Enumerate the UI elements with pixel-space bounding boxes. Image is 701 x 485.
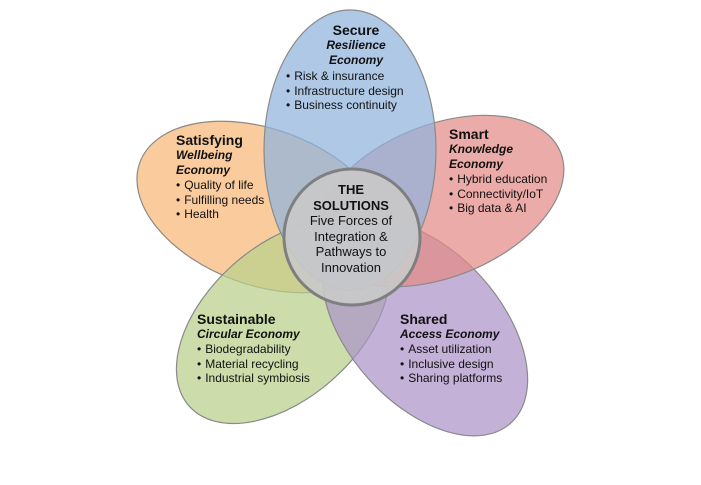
list-item: Health: [176, 207, 296, 222]
shared-list: Asset utilization Inclusive design Shari…: [400, 342, 520, 386]
smart-subtitle-line1: Knowledge: [449, 142, 514, 156]
list-item: Biodegradability: [197, 342, 327, 357]
smart-list: Hybrid education Connectivity/IoT Big da…: [449, 172, 569, 216]
smart-title: Smart: [449, 126, 489, 142]
list-item: Fulfilling needs: [176, 193, 296, 208]
secure-subtitle-line2: Economy: [328, 53, 383, 67]
secure-text: Secure Resilience Economy Risk & insuran…: [286, 22, 426, 113]
secure-list: Risk & insurance Infrastructure design B…: [286, 69, 426, 113]
sustainable-title: Sustainable: [197, 311, 276, 327]
shared-text: Shared Access Economy Asset utilization …: [400, 311, 520, 386]
center-line-2: Integration &: [314, 228, 388, 244]
sustainable-text: Sustainable Circular Economy Biodegradab…: [197, 311, 327, 386]
satisfying-list: Quality of life Fulfilling needs Health: [176, 178, 296, 222]
center-circle: [282, 167, 422, 307]
sustainable-list: Biodegradability Material recycling Indu…: [197, 342, 327, 386]
shared-title: Shared: [400, 311, 448, 327]
list-item: Risk & insurance: [286, 69, 426, 84]
satisfying-text: Satisfying Wellbeing Economy Quality of …: [176, 132, 296, 222]
sustainable-subtitle: Circular Economy: [197, 327, 300, 341]
center-line-1: Five Forces of: [309, 213, 393, 228]
list-item: Inclusive design: [400, 357, 520, 372]
list-item: Quality of life: [176, 178, 296, 193]
secure-subtitle-line1: Resilience: [326, 38, 386, 52]
center-title-line1: THE: [338, 182, 364, 197]
center-title-line2: SOLUTIONS: [313, 197, 389, 213]
list-item: Material recycling: [197, 357, 327, 372]
secure-title: Secure: [332, 22, 380, 38]
list-item: Big data & AI: [449, 201, 569, 216]
list-item: Hybrid education: [449, 172, 569, 187]
shared-subtitle: Access Economy: [400, 327, 500, 341]
list-item: Industrial symbiosis: [197, 371, 327, 386]
smart-text: Smart Knowledge Economy Hybrid education…: [449, 126, 569, 216]
smart-subtitle-line2: Economy: [449, 157, 504, 171]
list-item: Infrastructure design: [286, 84, 426, 99]
list-item: Business continuity: [286, 98, 426, 113]
satisfying-title: Satisfying: [176, 132, 243, 148]
satisfying-subtitle-line2: Economy: [176, 163, 231, 177]
list-item: Asset utilization: [400, 342, 520, 357]
center-line-4: Innovation: [321, 259, 381, 275]
center-line-3: Pathways to: [315, 244, 387, 259]
list-item: Sharing platforms: [400, 371, 520, 386]
satisfying-subtitle-line1: Wellbeing: [176, 148, 233, 162]
list-item: Connectivity/IoT: [449, 187, 569, 202]
center-text: THE SOLUTIONS Five Forces of Integration…: [282, 182, 420, 275]
